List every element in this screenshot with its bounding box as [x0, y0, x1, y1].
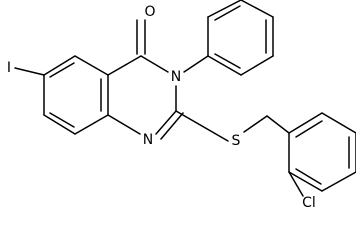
- nitrogen-3-atom-label: N: [171, 69, 181, 85]
- label-halos: [3, 4, 320, 211]
- iodine-bond: [14, 67, 45, 76]
- chlorine-atom-label: Cl: [302, 195, 316, 211]
- n-phenyl-ring: [183, 0, 274, 76]
- benzo-ring: [43, 55, 109, 135]
- chlorophenyl-ring: [288, 112, 356, 192]
- carbonyl-bond: [136, 19, 146, 55]
- sulfur-atom-label: S: [232, 133, 241, 149]
- thioether-linker: [175, 110, 290, 142]
- chloro-bond: [288, 171, 304, 197]
- molecule-structure: O N N I S Cl: [3, 0, 356, 211]
- nitrogen-1-atom-label: N: [143, 132, 153, 148]
- iodine-atom-label: I: [7, 60, 11, 76]
- pyrimidinone-ring: [107, 55, 184, 140]
- oxygen-atom-label: O: [144, 4, 155, 20]
